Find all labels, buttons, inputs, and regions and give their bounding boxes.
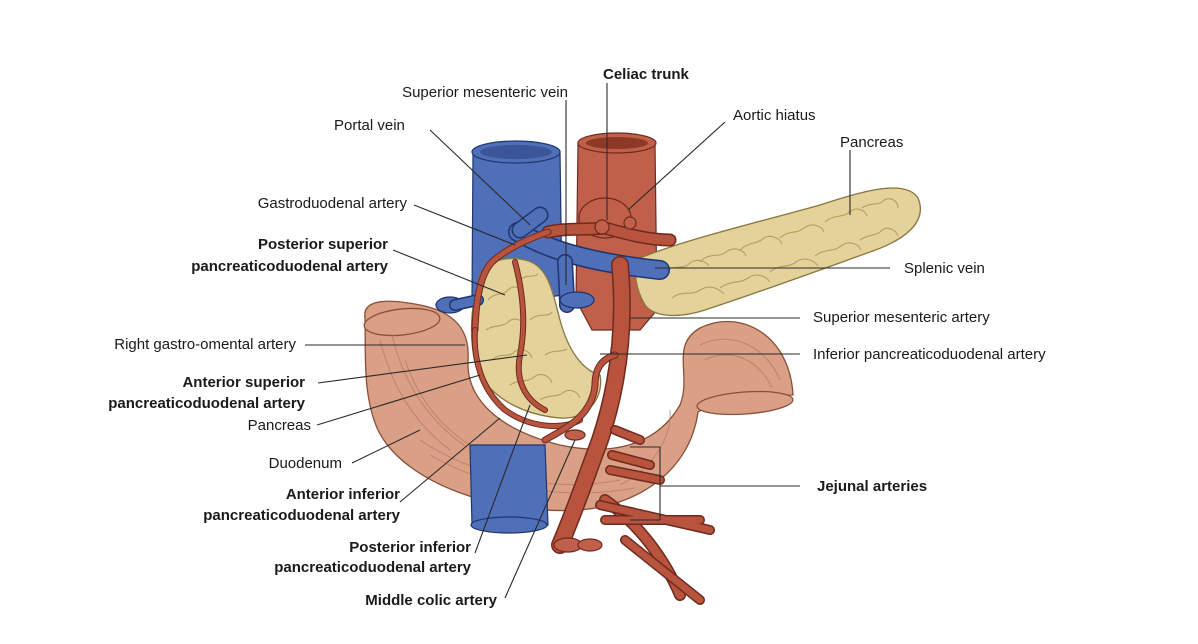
label-portal-vein: Portal vein [334,117,405,134]
leader-portal-vein [429,129,531,226]
label-posterior-superior-pd-artery-line1: Posterior superior [258,236,388,253]
label-anterior-inferior-pd-artery-line2: pancreaticoduodenal artery [203,507,400,524]
label-anterior-superior-pd-artery-line1: Anterior superior [182,374,305,391]
leader-anterior-inferior-pd-artery [399,417,501,503]
leader-duodenum [351,429,421,464]
label-duodenum: Duodenum [269,455,342,472]
label-anterior-inferior-pd-artery-line1: Anterior inferior [286,486,400,503]
arterial-supply-illustration [471,216,715,605]
label-jejunal-arteries: Jejunal arteries [817,478,927,495]
leader-anterior-superior-pd-artery [317,354,528,384]
leader-pancreas-left [316,374,481,426]
label-inferior-pd-artery: Inferior pancreaticoduodenal artery [813,346,1046,363]
label-right-gastro-omental-artery: Right gastro-omental artery [114,336,296,353]
leader-jejunal-arteries [630,446,800,521]
label-posterior-superior-pd-artery-line2: pancreaticoduodenal artery [191,258,388,275]
label-anterior-superior-pd-artery-line2: pancreaticoduodenal artery [108,395,305,412]
label-superior-mesenteric-vein: Superior mesenteric vein [402,84,568,101]
leader-posterior-superior-pd-artery [392,249,506,296]
label-posterior-inferior-pd-artery-line1: Posterior inferior [349,539,471,556]
label-splenic-vein: Splenic vein [904,260,985,277]
leader-posterior-inferior-pd-artery [474,404,531,554]
pancreas-body-tail-illustration [635,187,921,317]
label-celiac-trunk: Celiac trunk [603,66,690,83]
leader-middle-colic-artery [504,439,576,599]
label-gastroduodenal-artery: Gastroduodenal artery [258,195,408,212]
leader-lines [305,83,890,599]
label-pancreas-top: Pancreas [840,134,903,151]
leader-gastroduodenal-artery [413,204,516,246]
diagram-labels: Superior mesenteric vein Celiac trunk Po… [108,66,1046,609]
label-posterior-inferior-pd-artery-line2: pancreaticoduodenal artery [274,559,471,576]
label-pancreas-left: Pancreas [248,417,311,434]
label-aortic-hiatus: Aortic hiatus [733,107,816,124]
label-middle-colic-artery: Middle colic artery [365,592,497,609]
label-superior-mesenteric-artery: Superior mesenteric artery [813,309,990,326]
leader-aortic-hiatus [627,121,726,211]
